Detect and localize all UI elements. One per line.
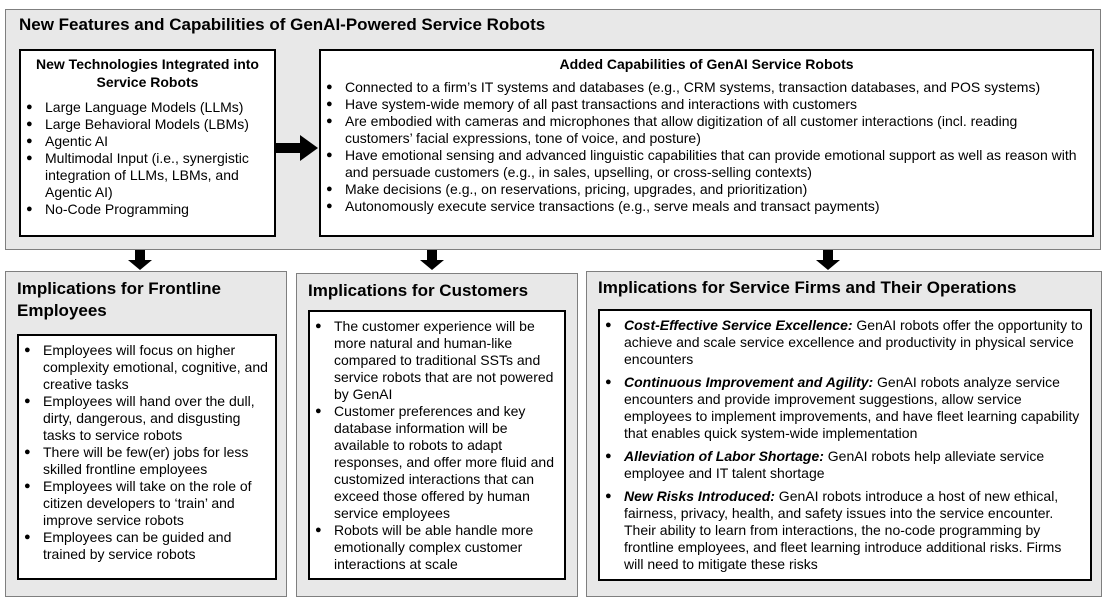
list-item: Robots will be able handle more emotiona… <box>310 522 558 573</box>
employees-panel: Implications for Frontline Employees Emp… <box>5 271 287 597</box>
list-item: Make decisions (e.g., on reservations, p… <box>321 181 1084 198</box>
list-item: Alleviation of Labor Shortage: GenAI rob… <box>600 448 1084 482</box>
list-item-lead: Continuous Improvement and Agility: <box>624 374 874 390</box>
list-item: No-Code Programming <box>21 201 268 218</box>
firms-box: Cost-Effective Service Excellence: GenAI… <box>598 309 1092 581</box>
list-item-text: GenAI robots analyze service encounters … <box>624 374 1080 441</box>
list-item: Have system-wide memory of all past tran… <box>321 96 1084 113</box>
list-item: Employees will hand over the dull, dirty… <box>19 393 269 444</box>
customers-box: The customer experience will be more nat… <box>308 310 566 580</box>
list-item: Large Language Models (LLMs) <box>21 99 268 116</box>
list-item-lead: Alleviation of Labor Shortage: <box>624 448 824 464</box>
firms-panel: Implications for Service Firms and Their… <box>586 271 1102 597</box>
firms-panel-title: Implications for Service Firms and Their… <box>598 278 1017 297</box>
capabilities-list: Connected to a firm’s IT systems and dat… <box>321 79 1092 215</box>
employees-box: Employees will focus on higher complexit… <box>17 334 277 580</box>
list-item-text: GenAI robots help alleviate service empl… <box>624 448 1045 481</box>
list-item-lead: Cost-Effective Service Excellence: <box>624 317 853 333</box>
list-item-lead: New Risks Introduced: <box>624 488 775 504</box>
list-item: Employees will focus on higher complexit… <box>19 342 269 393</box>
customers-list: The customer experience will be more nat… <box>310 318 564 573</box>
employees-list: Employees will focus on higher complexit… <box>19 342 275 563</box>
list-item: Agentic AI <box>21 133 268 150</box>
list-item: Large Behavioral Models (LBMs) <box>21 116 268 133</box>
list-item: Cost-Effective Service Excellence: GenAI… <box>600 317 1084 368</box>
list-item: There will be few(er) jobs for less skil… <box>19 444 269 478</box>
firms-list: Cost-Effective Service Excellence: GenAI… <box>600 317 1090 573</box>
list-item: Connected to a firm’s IT systems and dat… <box>321 79 1084 96</box>
list-item: Customer preferences and key database in… <box>310 403 558 522</box>
capabilities-box: Added Capabilities of GenAI Service Robo… <box>319 49 1094 237</box>
list-item: Employees can be guided and trained by s… <box>19 529 269 563</box>
list-item: Multimodal Input (i.e., synergistic inte… <box>21 150 268 201</box>
list-item: Are embodied with cameras and microphone… <box>321 113 1084 147</box>
employees-panel-title: Implications for Frontline Employees <box>17 279 222 320</box>
capabilities-box-title: Added Capabilities of GenAI Service Robo… <box>559 56 854 72</box>
list-item: New Risks Introduced: GenAI robots intro… <box>600 488 1084 573</box>
technologies-box: New Technologies Integrated into Service… <box>19 49 276 237</box>
technologies-list: Large Language Models (LLMs) Large Behav… <box>21 99 274 218</box>
list-item: Continuous Improvement and Agility: GenA… <box>600 374 1084 442</box>
list-item: Autonomously execute service transaction… <box>321 198 1084 215</box>
list-item: Have emotional sensing and advanced ling… <box>321 147 1084 181</box>
features-panel-title: New Features and Capabilities of GenAI-P… <box>19 15 546 34</box>
technologies-box-title: New Technologies Integrated into Service… <box>36 56 259 90</box>
list-item: Employees will take on the role of citiz… <box>19 478 269 529</box>
list-item-text: GenAI robots introduce a host of new eth… <box>624 488 1062 572</box>
right-arrow-icon <box>276 135 320 161</box>
features-panel: New Features and Capabilities of GenAI-P… <box>5 9 1101 250</box>
list-item: The customer experience will be more nat… <box>310 318 558 403</box>
list-item-text: GenAI robots offer the opportunity to ac… <box>624 317 1083 367</box>
customers-panel: Implications for Customers The customer … <box>296 273 578 597</box>
customers-panel-title: Implications for Customers <box>308 281 529 300</box>
